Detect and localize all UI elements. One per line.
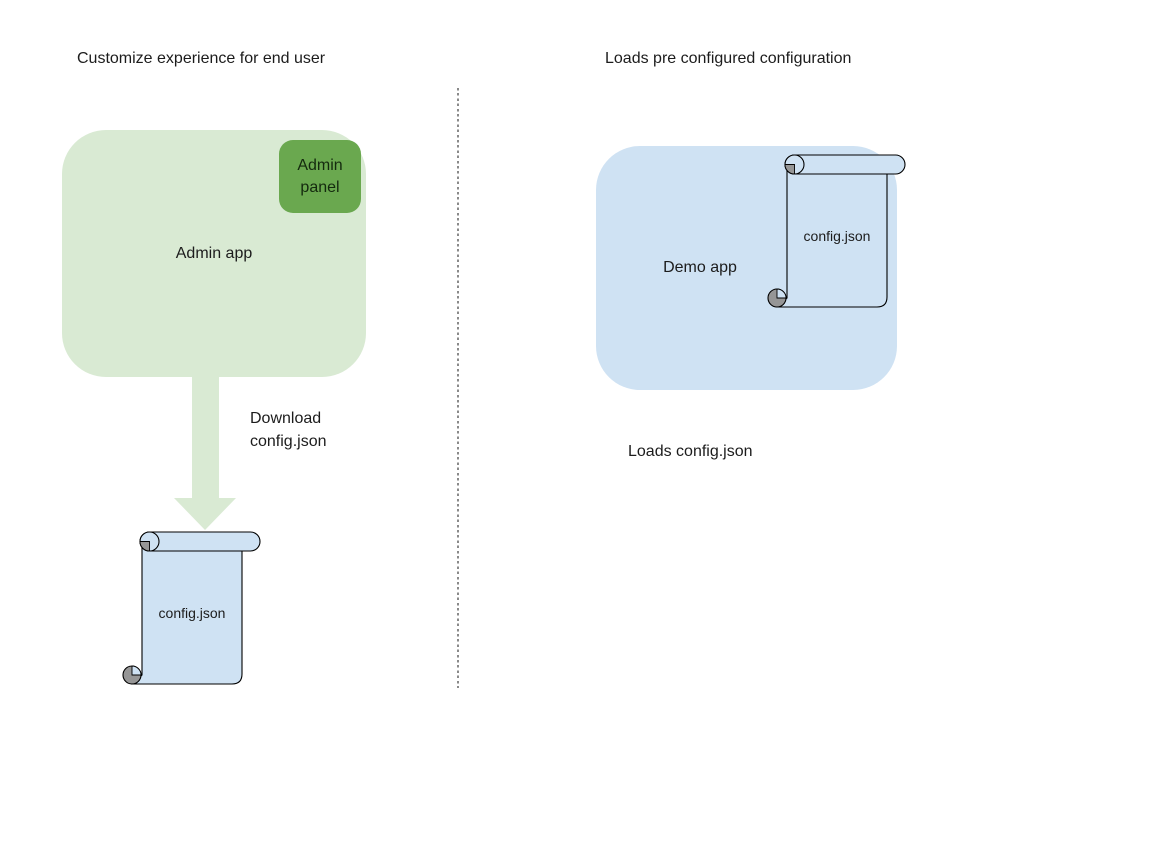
download-config-caption: Download config.json bbox=[250, 410, 327, 450]
scroll-body bbox=[130, 540, 243, 685]
scroll-bottom-curl-shade bbox=[776, 288, 787, 299]
admin-panel-box: Admin panel bbox=[279, 140, 361, 213]
right-section-title: Loads pre configured configuration bbox=[605, 50, 852, 67]
scroll-shape-icon bbox=[122, 531, 261, 685]
config-json-scroll-right: config.json bbox=[763, 150, 913, 315]
scroll-top-curl-shade bbox=[784, 164, 795, 175]
demo-app-label: Demo app bbox=[663, 259, 737, 276]
left-section-title: Customize experience for end user bbox=[77, 50, 326, 67]
admin-panel-label: Admin panel bbox=[297, 156, 343, 196]
section-divider bbox=[457, 88, 459, 688]
admin-app-label: Admin app bbox=[175, 244, 253, 262]
scroll-bottom-curl-shade bbox=[131, 665, 142, 676]
scroll-shape-icon bbox=[767, 154, 906, 308]
arrow-head bbox=[174, 498, 236, 530]
admin-app-box: Admin app Admin panel bbox=[62, 130, 366, 377]
arrow-shaft bbox=[192, 377, 219, 499]
download-arrow-icon bbox=[174, 377, 236, 530]
scroll-top-curl-shade bbox=[139, 541, 150, 552]
config-json-label-right: config.json bbox=[803, 227, 871, 244]
config-json-scroll-left: config.json bbox=[118, 527, 268, 692]
loads-config-caption: Loads config.json bbox=[628, 443, 753, 460]
scroll-body bbox=[775, 163, 888, 308]
config-json-label-left: config.json bbox=[158, 604, 226, 621]
